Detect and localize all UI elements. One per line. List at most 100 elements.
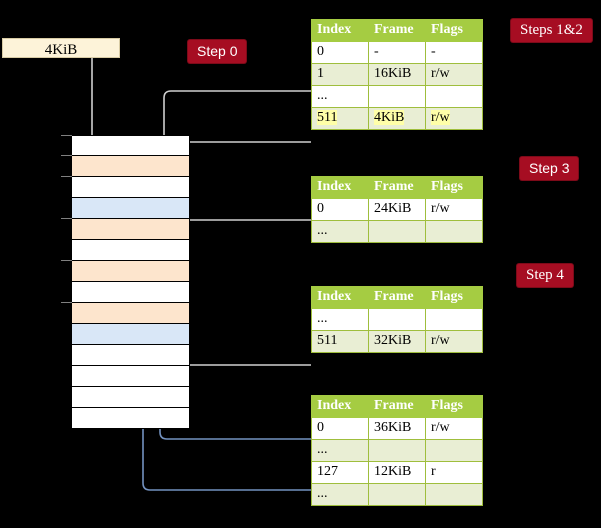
column-header-flags: Flags xyxy=(425,19,483,42)
table-cell-flags: - xyxy=(425,41,483,64)
source-frame-label: 4KiB xyxy=(44,42,78,58)
table-cell-frame xyxy=(368,439,426,462)
badge-step-3-label: Step 3 xyxy=(529,160,570,176)
frame-tick-mark xyxy=(61,176,72,177)
table-cell-frame: 36KiB xyxy=(368,417,426,440)
column-header-index: Index xyxy=(311,395,369,418)
frame-tick-mark xyxy=(61,135,72,136)
table-cell-frame: 12KiB xyxy=(368,461,426,484)
table-cell-index: ... xyxy=(311,308,369,331)
table-cell-flags xyxy=(425,483,483,506)
wire-table2-row0-to-stack xyxy=(174,219,311,287)
table-cell-index: ... xyxy=(311,483,369,506)
source-frame-box: 4KiB xyxy=(2,38,120,58)
memory-frame-stack xyxy=(61,135,190,429)
table-cell-flags xyxy=(425,85,483,108)
column-header-index: Index xyxy=(311,286,369,309)
table-row: ... xyxy=(311,308,483,331)
table-cell-frame xyxy=(368,85,426,108)
memory-frame-row xyxy=(71,198,190,219)
table-row: ... xyxy=(311,85,483,108)
table-row: ... xyxy=(311,483,483,506)
table-cell-flags: r/w xyxy=(425,330,483,353)
frame-tick-mark xyxy=(61,155,72,156)
table-row: 511 4KiB r/w xyxy=(311,107,483,130)
highlighted-value: 4KiB xyxy=(374,110,405,125)
memory-frame-row xyxy=(71,324,190,345)
memory-frame-row xyxy=(61,155,190,177)
frame-tick-mark xyxy=(61,218,72,219)
memory-frame-row xyxy=(71,366,190,387)
table-cell-frame: 32KiB xyxy=(368,330,426,353)
memory-frame-row xyxy=(61,218,190,240)
column-header-flags: Flags xyxy=(425,395,483,418)
table-cell-index: ... xyxy=(311,220,369,243)
memory-frame-row xyxy=(71,408,190,429)
table-cell-frame: 4KiB xyxy=(368,107,426,130)
memory-frame-row xyxy=(61,302,190,324)
column-header-index: Index xyxy=(311,19,369,42)
wire-table1-row511-to-stack xyxy=(174,141,311,243)
table-cell-flags: r/w xyxy=(425,417,483,440)
table-cell-flags: r/w xyxy=(425,107,483,130)
table-row: ... xyxy=(311,220,483,243)
table-cell-index: 0 xyxy=(311,41,369,64)
table-cell-index: 0 xyxy=(311,417,369,440)
badge-step-4-label: Step 4 xyxy=(526,267,564,283)
badge-step-0: Step 0 xyxy=(188,40,247,63)
memory-frame-row xyxy=(71,387,190,408)
badge-steps-1-2-label: Steps 1&2 xyxy=(520,22,583,38)
frame-tick-mark xyxy=(61,260,72,261)
wire-table3-row511-to-stack xyxy=(168,307,311,366)
table-cell-flags: r xyxy=(425,461,483,484)
memory-frame-row xyxy=(61,176,190,198)
table-cell-flags xyxy=(425,220,483,243)
table-cell-frame xyxy=(368,220,426,243)
frame-tick-mark xyxy=(61,302,72,303)
column-header-flags: Flags xyxy=(425,176,483,199)
table-cell-index: ... xyxy=(311,439,369,462)
memory-frame-row xyxy=(61,135,190,156)
column-header-frame: Frame xyxy=(368,395,426,418)
memory-frame-row xyxy=(71,240,190,261)
column-header-frame: Frame xyxy=(368,286,426,309)
memory-frame-row xyxy=(71,282,190,303)
table-cell-index: 127 xyxy=(311,461,369,484)
highlighted-value: 511 xyxy=(317,110,338,125)
column-header-frame: Frame xyxy=(368,19,426,42)
table-cell-frame: 24KiB xyxy=(368,198,426,221)
table-cell-frame xyxy=(368,483,426,506)
table-cell-index: ... xyxy=(311,85,369,108)
table-row: 0-- xyxy=(311,41,483,64)
column-header-index: Index xyxy=(311,176,369,199)
table-cell-frame: 16KiB xyxy=(368,63,426,86)
table-cell-flags xyxy=(425,439,483,462)
badge-step-4: Step 4 xyxy=(517,264,573,287)
highlighted-value: r/w xyxy=(431,110,450,125)
badge-step-3: Step 3 xyxy=(520,157,579,180)
memory-frame-row xyxy=(71,345,190,366)
table-cell-flags xyxy=(425,308,483,331)
table-cell-frame: - xyxy=(368,41,426,64)
table-cell-index: 511 xyxy=(311,330,369,353)
table-cell-flags: r/w xyxy=(425,63,483,86)
badge-step-0-label: Step 0 xyxy=(197,43,238,59)
table-cell-index: 0 xyxy=(311,198,369,221)
table-cell-frame xyxy=(368,308,426,331)
table-cell-flags: r/w xyxy=(425,198,483,221)
table-cell-index: 511 xyxy=(311,107,369,130)
table-row: ... xyxy=(311,439,483,462)
